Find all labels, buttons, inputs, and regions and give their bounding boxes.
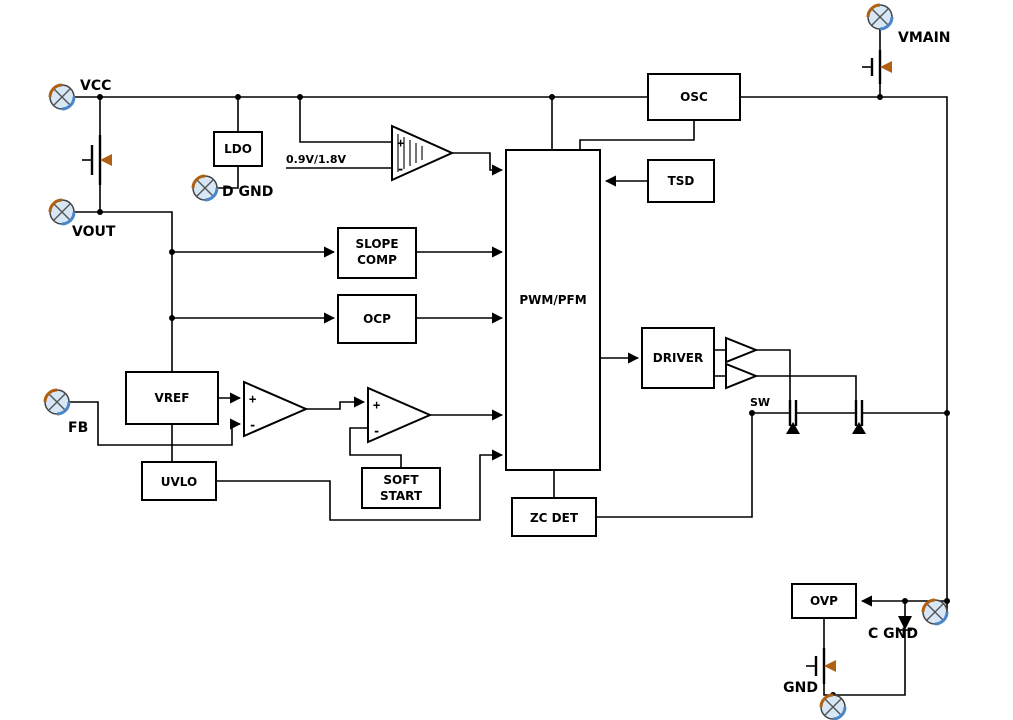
ldo-wire [217,97,239,189]
function-blocks: LDO OSC TSD SLOPE COMP OCP VREF UVLO SOF… [125,73,857,619]
softstart-wire [349,427,402,468]
pin-vout [48,198,76,226]
junction-dots [97,94,950,698]
block-zc-det [511,497,597,537]
block-osc [647,73,741,121]
pin-fb-label: FB [68,420,88,436]
pass-fet-m1 [82,135,112,185]
pin-dgnd-label: D GND [222,184,273,200]
clamp-diode-d1 [898,616,912,631]
pwm-comparator-plus: + [373,398,380,412]
block-tsd-label: TSD [668,174,695,188]
ref-select-label: 0.9V/1.8V [286,153,347,166]
discharge-fet-m3-arrow [824,660,836,672]
block-pwm-pfm-logic [505,149,601,471]
pin-vmain-label: VMAIN [898,30,951,46]
pin-vcc [48,83,76,111]
pin-gnd-label: GND [783,680,818,696]
pins: VCC VOUT FB D GND VMAIN C GND [43,3,951,720]
comparator-mode-plus: + [397,136,404,150]
block-soft-start [361,467,441,509]
pin-cgnd [921,598,949,626]
block-slope-comp-label1: SLOPE [355,237,398,251]
comparator-mode-minus: - [397,162,404,176]
pin-vmain [866,3,894,31]
gate-drive-wires [714,349,857,400]
wires [74,29,948,696]
block-driver [641,327,715,389]
block-vref [125,371,219,425]
comparator-mode-hatch [397,134,423,172]
block-osc-label: OSC [680,90,708,104]
sw-net-label: SW [750,396,770,409]
block-uvlo [141,461,217,501]
ea-to-cmp2-wire [306,396,366,410]
block-driver-label: DRIVER [653,351,703,365]
block-soft-start-label1: SOFT [383,473,419,487]
net-labels: 0.9V/1.8V SW [286,153,770,409]
comparators: + - + - + - [243,124,759,444]
transistors [82,50,912,684]
block-slope-comp [337,227,417,279]
pin-vcc-label: VCC [80,78,111,94]
discharge-fet-m3 [806,648,836,684]
block-vref-label: VREF [155,391,190,405]
block-soft-start-label2: START [380,489,423,503]
block-slope-comp-label2: COMP [357,253,397,267]
error-amp-minus: - [249,418,256,432]
pass-fet-m1-arrow [100,154,112,166]
gate-buffer-high [725,336,759,364]
osc-clk-wire [579,120,695,150]
input-fet-m2 [862,50,892,84]
block-pwm-pfm-label: PWM/PFM [519,293,586,307]
block-ovp-label: OVP [810,594,838,608]
cmp1-out-wire [452,152,504,176]
zcdet-sense-wire [553,413,753,518]
block-ovp [791,583,857,619]
pwm-comparator [367,386,433,444]
block-ldo-label: LDO [224,142,252,156]
block-tsd [647,159,715,203]
block-uvlo-label: UVLO [161,475,197,489]
gate-buffer-low [725,362,759,390]
block-ocp [337,294,417,344]
pin-vout-label: VOUT [72,224,116,240]
power-fet-q1 [786,400,800,434]
input-fet-m2-arrow [880,61,892,73]
power-fet-q2-body-diode [852,422,866,434]
ovp-gnd-wire [823,618,833,696]
pin-cgnd-label: C GND [868,626,918,642]
power-fet-q2 [852,400,866,434]
pwm-comparator-minus: - [373,424,380,438]
error-amp [243,380,309,438]
error-amp-plus: + [249,392,256,406]
power-fet-q1-body-diode [786,422,800,434]
pin-fb [43,388,71,416]
uvlo-out-wire [216,449,504,521]
fb-to-ea-wire [69,401,242,446]
block-ocp-label: OCP [363,312,391,326]
cmp1-pos-wire [299,97,392,143]
pin-gnd [819,693,847,720]
block-ldo [213,131,263,167]
block-zc-det-label: ZC DET [530,511,579,525]
pin-dgnd [191,174,219,202]
